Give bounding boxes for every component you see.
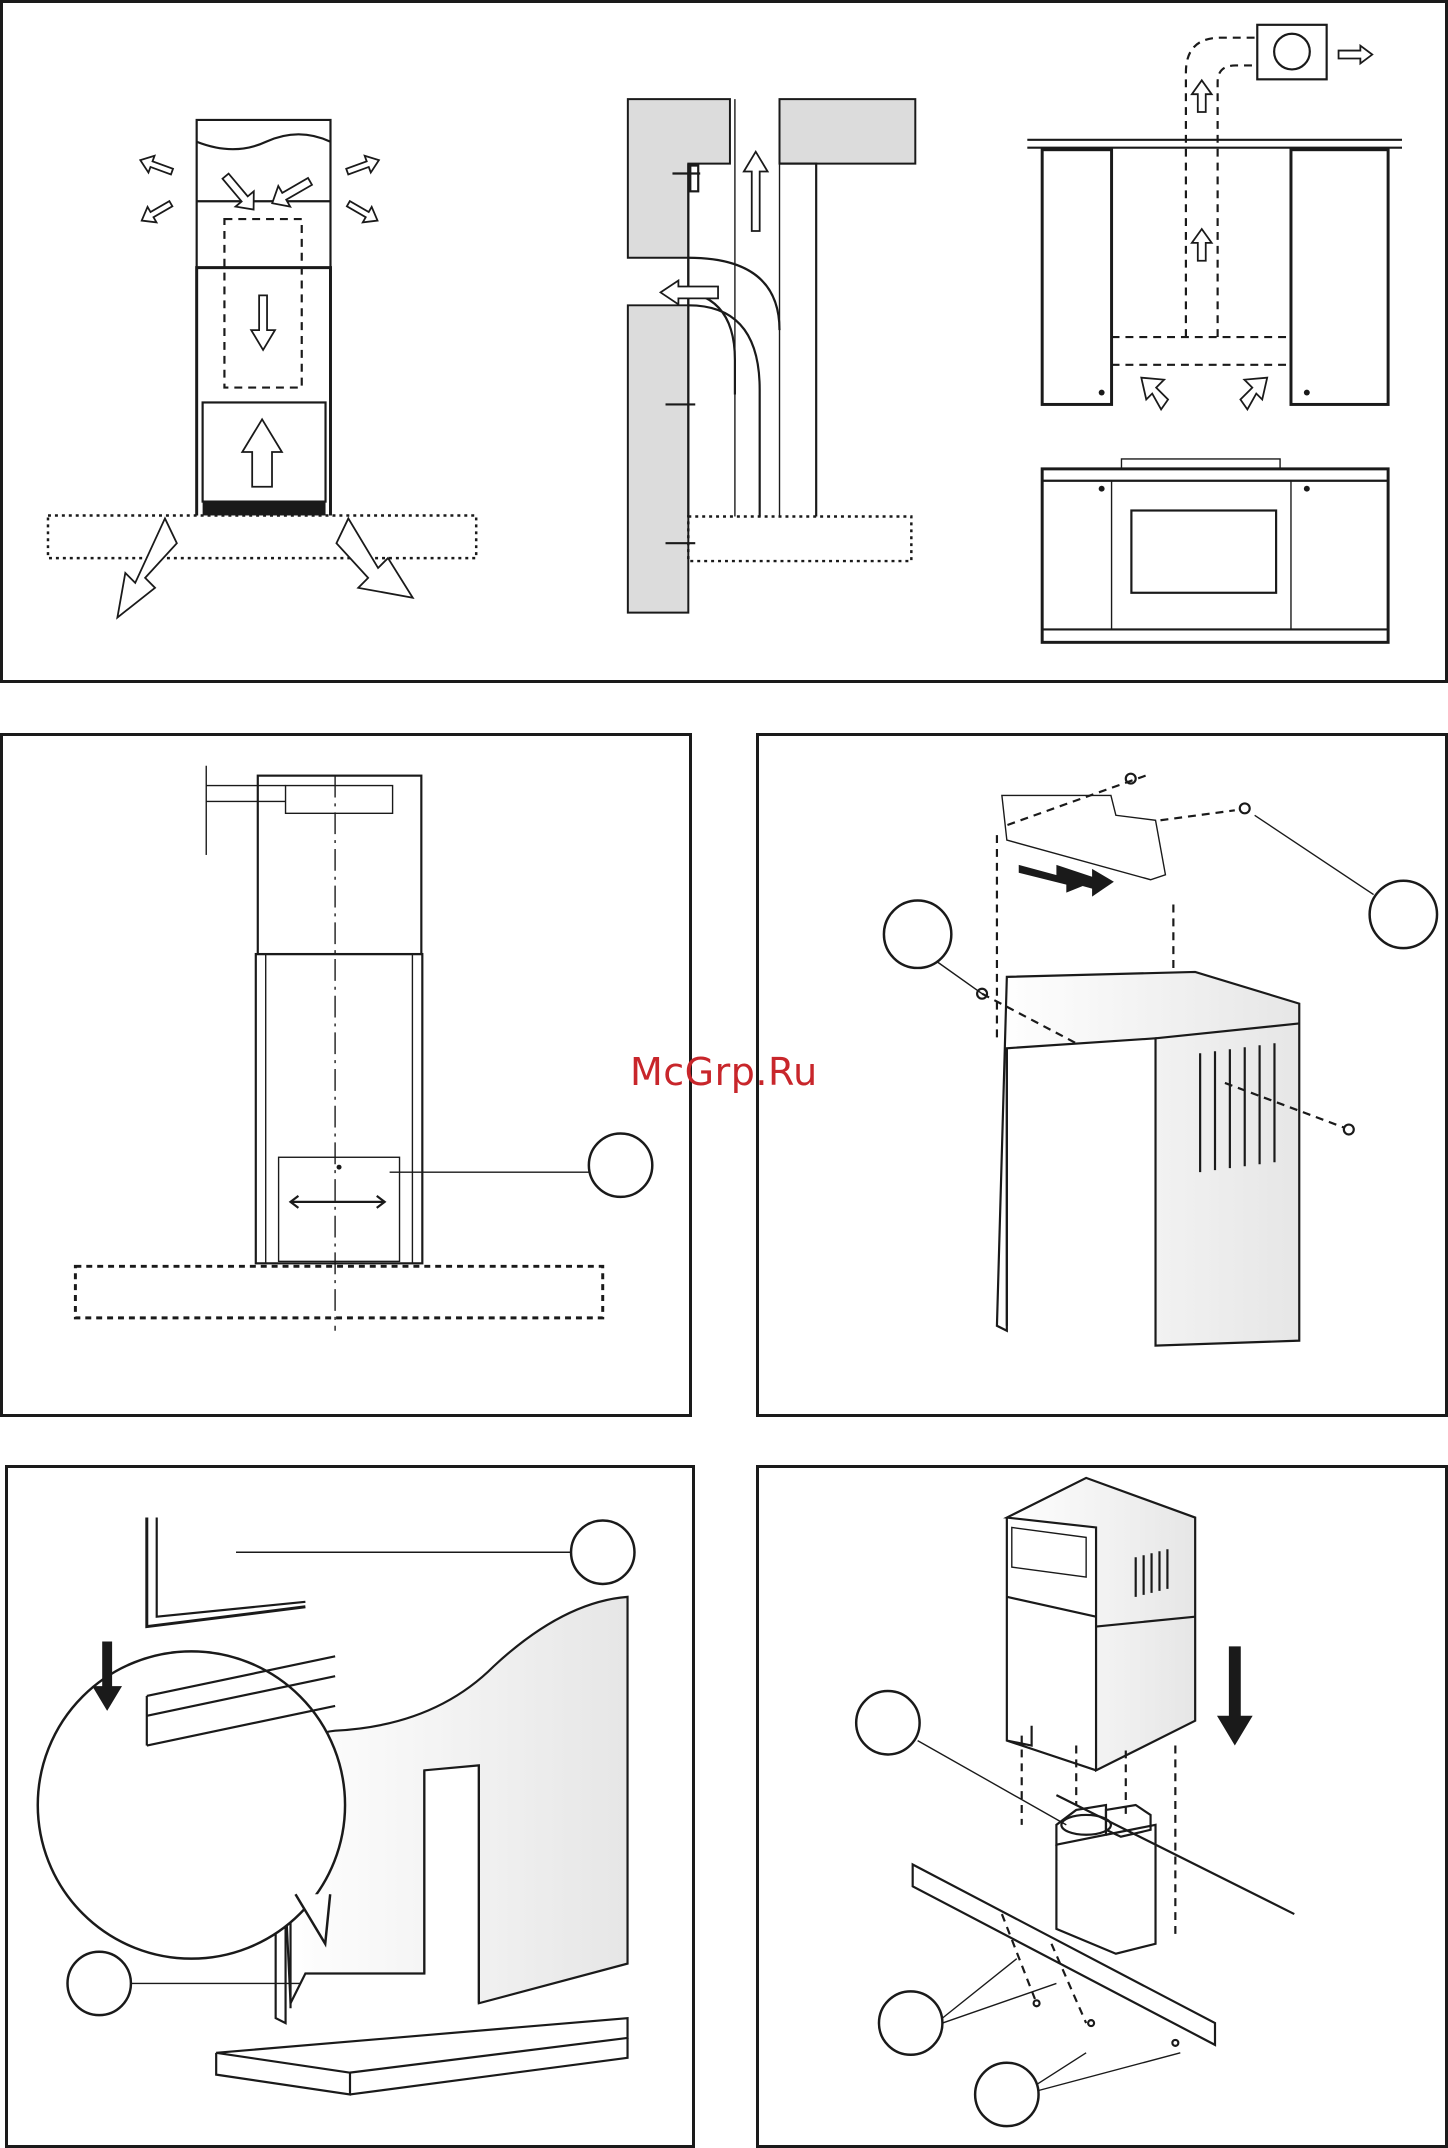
panel-chimney-mounting <box>756 1465 1448 2148</box>
panel-bracket-marking <box>0 733 692 1417</box>
recirculation-hood-figure <box>48 120 476 618</box>
panel-lower-chimney-frame <box>5 1465 695 2148</box>
callout-circle <box>589 1133 652 1196</box>
callout-circle <box>571 1521 634 1584</box>
panel-airflow-overview <box>0 0 1448 683</box>
lower-chimney-figure <box>8 1468 692 2145</box>
callout-circle <box>975 2063 1038 2126</box>
chimney-mounting-figure <box>759 1468 1445 2145</box>
callout-circle <box>68 1952 131 2015</box>
panel-upper-chimney-bracket <box>756 733 1448 1417</box>
watermark: McGrp.Ru <box>630 1050 818 1094</box>
callout-circle <box>884 901 951 968</box>
wall-exhaust-figure <box>628 99 915 612</box>
callout-circle <box>1370 881 1437 948</box>
ducted-cabinet-figure <box>1027 25 1402 643</box>
bracket-marking-figure <box>3 736 689 1414</box>
upper-chimney-figure <box>759 736 1445 1414</box>
airflow-diagrams <box>3 3 1445 680</box>
callout-circle <box>856 1691 919 1754</box>
callout-circle <box>879 1991 942 2054</box>
